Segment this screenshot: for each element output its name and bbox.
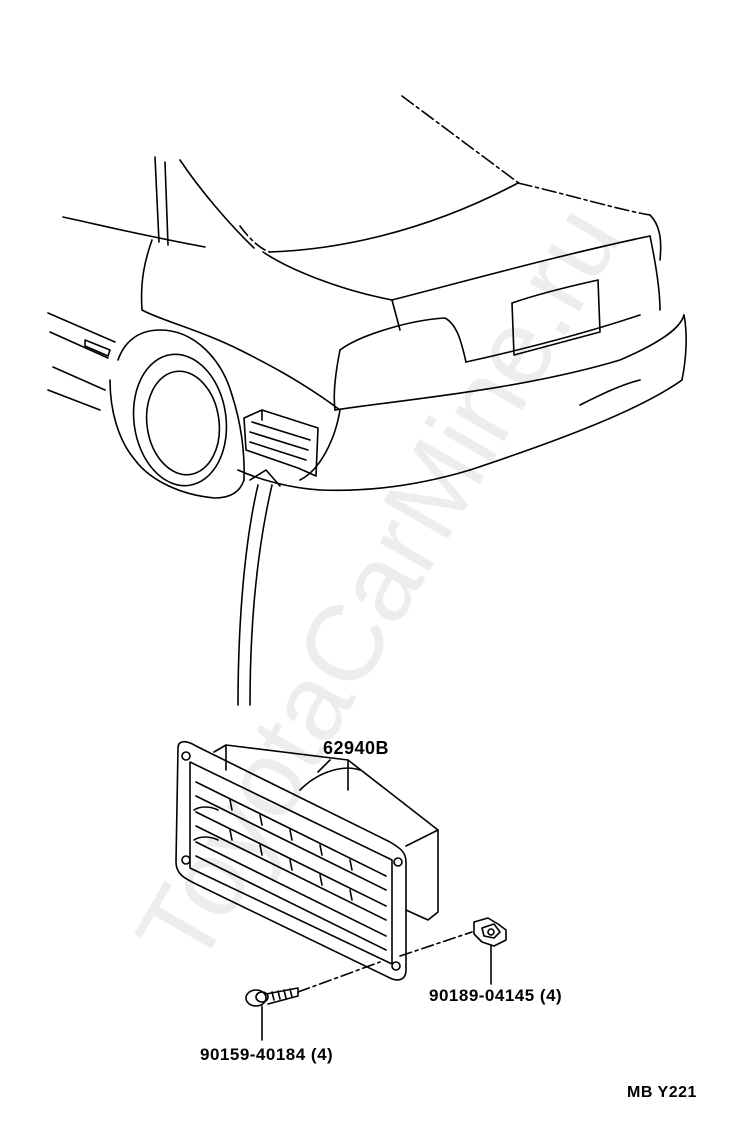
part-label-clip: 90189-04145 (4): [429, 986, 563, 1005]
fastener-lines: [297, 931, 473, 993]
install-arrow: [237, 469, 281, 706]
leader-lines: [317, 759, 331, 773]
car-body-outline: [47, 95, 687, 499]
part-label-screw: 90159-40184 (4): [200, 1045, 334, 1064]
diagram-reference-code: MB Y221: [627, 1084, 697, 1101]
screw-part: [245, 987, 299, 1041]
clip-part: [473, 917, 507, 985]
part-label-grille: 62940B: [323, 738, 390, 758]
grille-part: [175, 740, 439, 981]
